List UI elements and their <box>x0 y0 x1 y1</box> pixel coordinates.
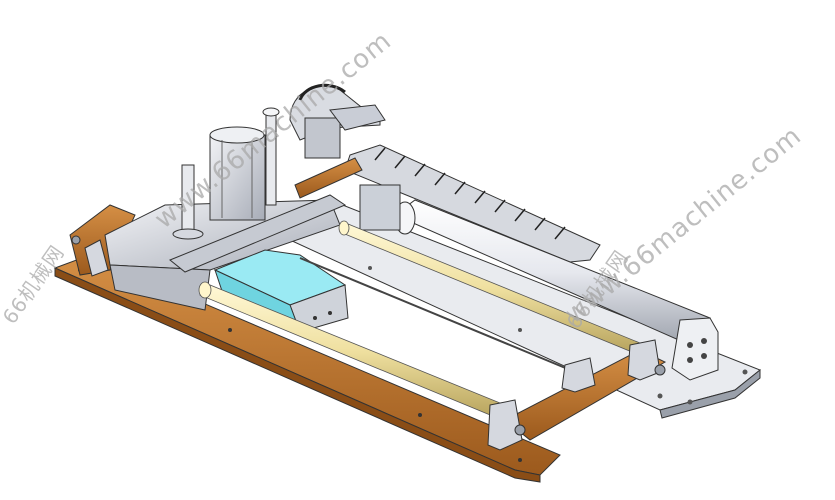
wood-base-board <box>53 254 561 483</box>
rod-supports <box>71 235 666 451</box>
chain-mount-bracket <box>329 104 386 131</box>
vertical-cylinder-assembly <box>172 107 280 240</box>
pneumatic-cylinder <box>359 184 719 381</box>
horizontal-bracket <box>169 194 347 273</box>
upper-wood-strip <box>294 157 363 199</box>
guide-rail <box>299 257 576 373</box>
